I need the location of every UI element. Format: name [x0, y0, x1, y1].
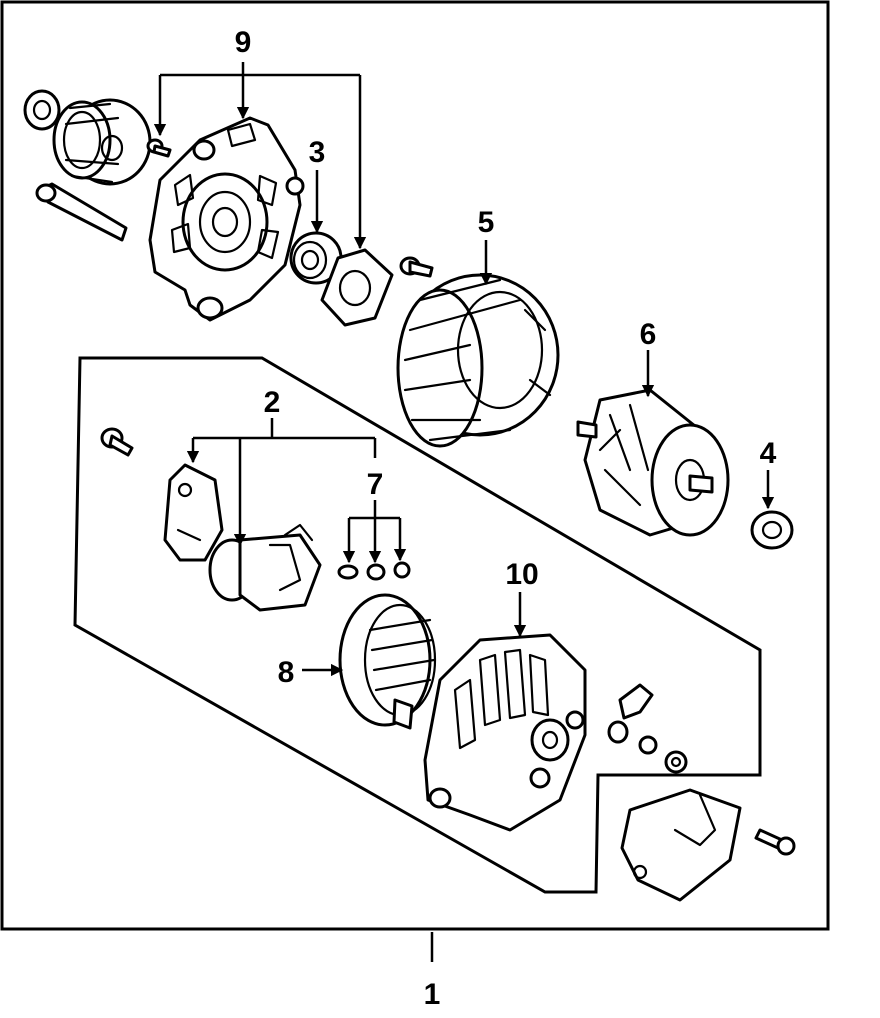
cover-screw-icon [754, 828, 796, 856]
bearing-4-icon [750, 510, 794, 550]
callout-6: 6 [640, 318, 657, 351]
terminal-bolt-icon [607, 683, 688, 774]
callout-1: 1 [424, 978, 441, 1011]
rectifier-icon [338, 593, 437, 730]
brush-holder-icon [208, 523, 322, 612]
callout-4: 4 [760, 437, 777, 470]
rotor-icon [576, 388, 730, 537]
small-screw-9-icon [146, 138, 172, 158]
brush-holder-cover-icon [163, 463, 224, 562]
callout-10: 10 [505, 558, 538, 591]
screw-2-icon [100, 427, 134, 457]
bearing-retainer-plate-icon [320, 248, 394, 327]
callout-2: 2 [264, 386, 281, 419]
front-housing-icon [148, 116, 305, 322]
terminal-nuts-7-icon [337, 561, 411, 581]
retainer-screw-icon [399, 256, 434, 278]
rear-housing-icon [423, 633, 587, 832]
callout-9: 9 [235, 26, 252, 59]
pulley-icon [52, 98, 152, 186]
callout-3: 3 [309, 136, 326, 169]
outer-frame [0, 0, 830, 931]
stator-icon [396, 273, 560, 448]
subassembly-outline [73, 356, 762, 894]
callout-8: 8 [278, 656, 295, 689]
callout-5: 5 [478, 206, 495, 239]
rear-cover-icon [620, 788, 742, 902]
callout-7: 7 [367, 468, 384, 501]
pulley-nut-icon [23, 89, 61, 131]
through-bolt-icon [35, 182, 128, 242]
